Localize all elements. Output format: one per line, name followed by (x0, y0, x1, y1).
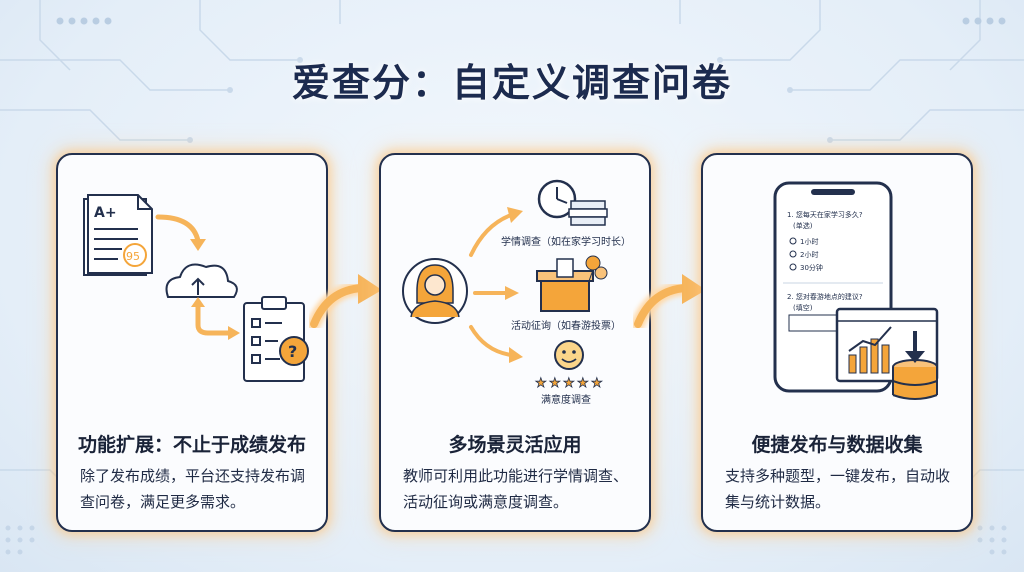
svg-text:★: ★ (535, 376, 547, 391)
scenario-label-satisfaction: 满意度调查 (541, 393, 591, 406)
svg-text:★: ★ (549, 376, 561, 391)
cloud-icon (165, 263, 238, 298)
svg-text:95: 95 (126, 250, 140, 263)
svg-text:30分钟: 30分钟 (800, 263, 823, 272)
card-description: 除了发布成绩，平台还支持发布调查问卷，满足更多需求。 (80, 467, 306, 511)
card-publish-collect: 1. 您每天在家学习多久? (单选) 1小时 2小时 30分钟 2. 您对春游地… (701, 153, 973, 532)
svg-text:(填空): (填空) (793, 303, 813, 312)
flow-arrow-icon (632, 274, 706, 331)
scenario-label-activity: 活动征询（如春游投票） (511, 319, 621, 332)
card-description: 支持多种题型，一键发布，自动收集与统计数据。 (725, 467, 951, 511)
dots-decoration-top-left (56, 17, 112, 25)
card-multi-scenario: 学情调查（如在家学习时长） 活动征询（如春游投票） ★★★★★ 满意度调查 多场… (379, 153, 651, 532)
dots-decoration-bottom-right (977, 525, 1007, 555)
scenario-label-study: 学情调查（如在家学习时长） (501, 235, 631, 248)
clipboard-survey-icon: ? (243, 296, 309, 382)
page-title: 爱查分：自定义调查问卷 (291, 61, 732, 105)
multi-scenario-illustration: 学情调查（如在家学习时长） 活动征询（如春游投票） ★★★★★ 满意度调查 (402, 179, 631, 406)
graded-document-icon: A+ 95 (83, 194, 153, 276)
svg-text:★: ★ (563, 376, 575, 391)
card-title: 功能扩展：不止于成绩发布 (77, 434, 306, 456)
smiley-rating-icon: ★★★★★ (535, 340, 603, 391)
dots-decoration-top-right (962, 17, 1006, 25)
svg-text:★: ★ (591, 376, 603, 391)
card-feature-extension: A+ 95 ? 功能扩展：不止于成绩发布 除了发布成绩， (56, 153, 328, 532)
svg-text:2小时: 2小时 (800, 250, 818, 259)
svg-text:1. 您每天在家学习多久?: 1. 您每天在家学习多久? (787, 210, 863, 219)
card-title: 多场景灵活应用 (448, 434, 582, 456)
feature-extension-illustration: A+ 95 ? (83, 194, 309, 382)
card-description: 教师可利用此功能进行学情调查、活动征询或满意度调查。 (403, 467, 629, 511)
publish-collect-illustration: 1. 您每天在家学习多久? (单选) 1小时 2小时 30分钟 2. 您对春游地… (773, 181, 939, 400)
database-icon (892, 331, 938, 400)
teacher-avatar-icon (402, 258, 468, 324)
flow-arrow-icon (308, 274, 382, 331)
svg-text:?: ? (288, 342, 297, 361)
svg-text:(单选): (单选) (793, 221, 813, 230)
svg-text:★: ★ (577, 376, 589, 391)
svg-text:1小时: 1小时 (800, 237, 818, 246)
svg-text:2. 您对春游地点的建议?: 2. 您对春游地点的建议? (787, 292, 863, 301)
svg-text:A+: A+ (94, 205, 117, 221)
card-title: 便捷发布与数据收集 (751, 434, 923, 456)
ballot-box-icon (536, 255, 608, 312)
dots-decoration-bottom-left (5, 525, 35, 555)
clock-books-icon (537, 179, 608, 226)
